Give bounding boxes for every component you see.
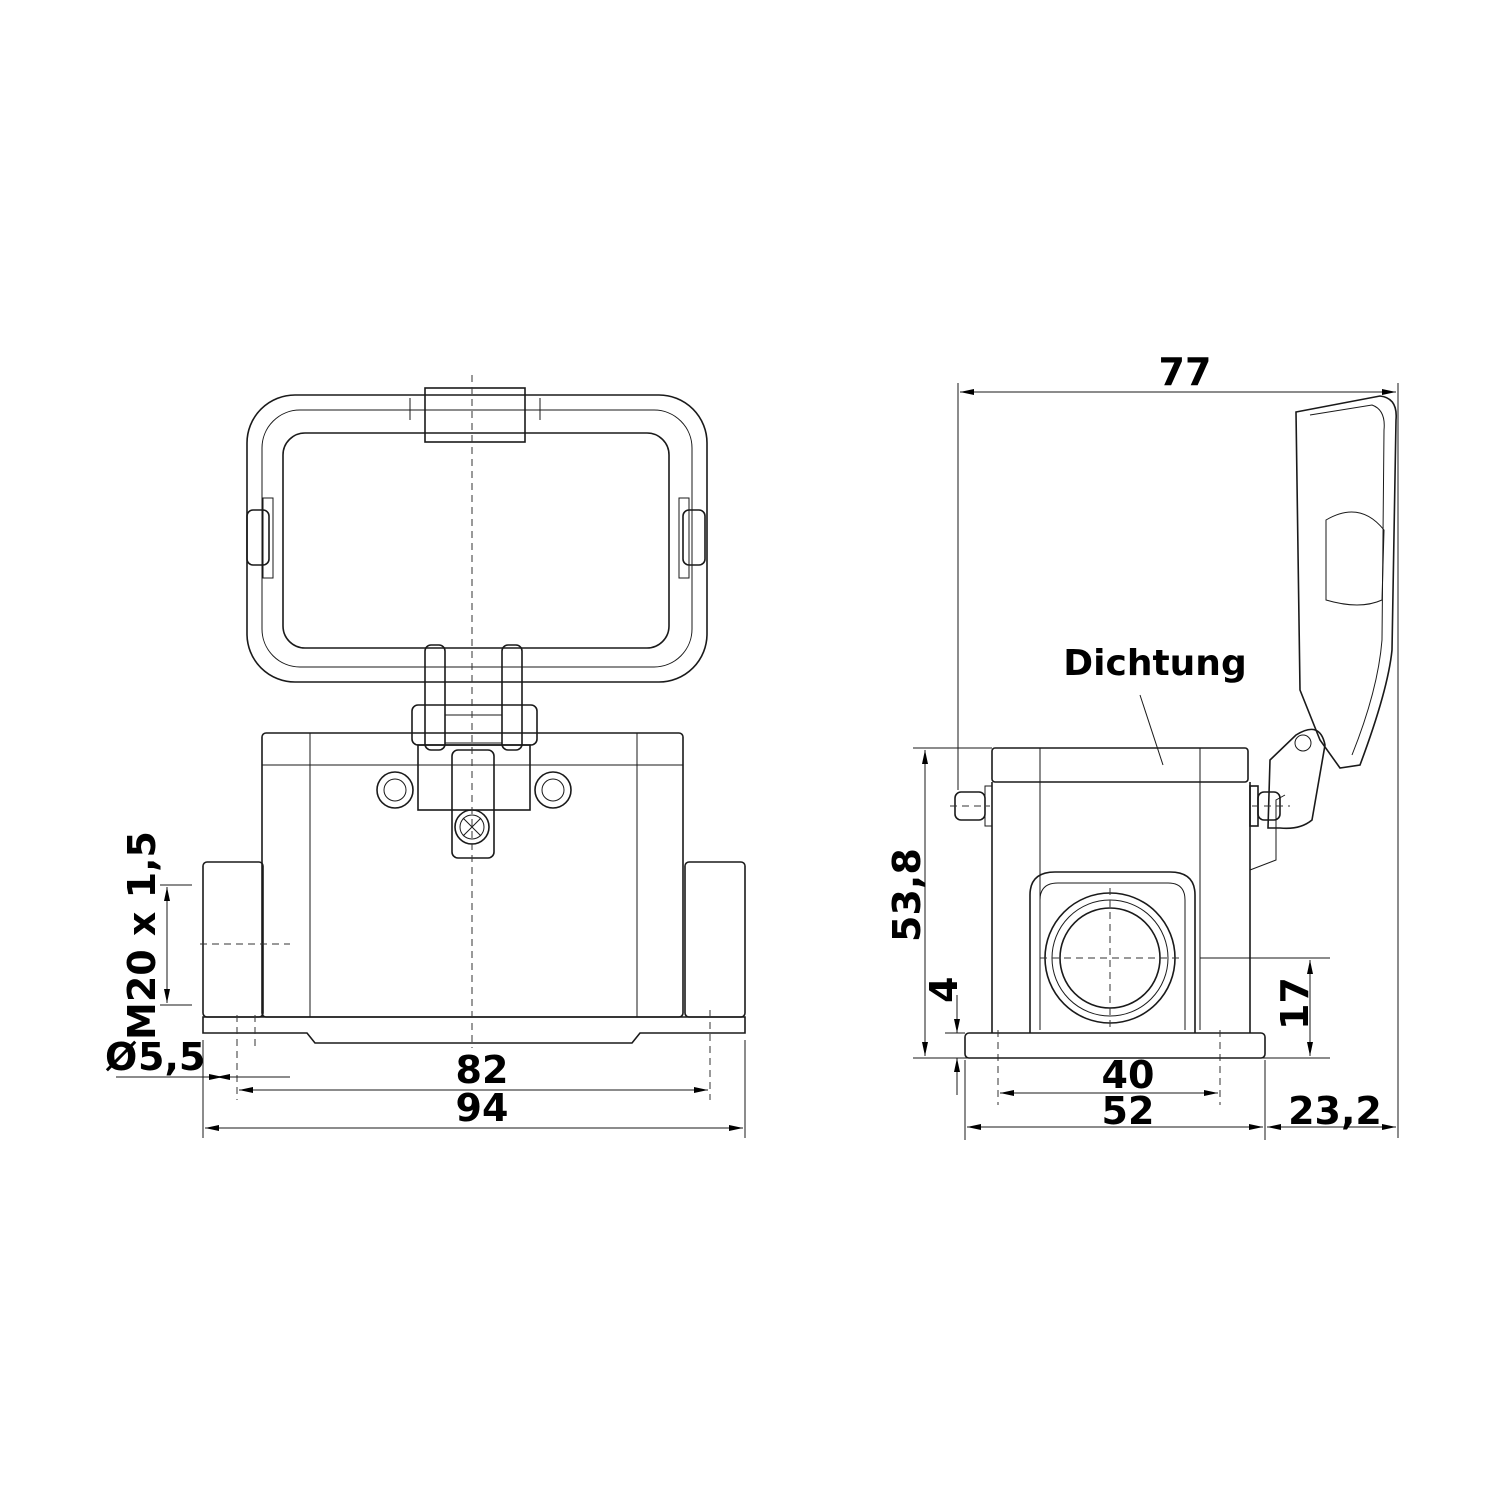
dimension-94: 94 [456,1086,509,1130]
front-dimensions: 94 82 Ø 5,5 M20 x 1,5 [105,831,746,1138]
housing-front [200,375,746,1100]
lid-frame [246,387,708,683]
leader-line [1139,694,1164,766]
dimension-hole-diameter: 5,5 [138,1035,205,1079]
dimension-77: 77 [1159,350,1212,394]
dimension-4: 4 [922,977,966,1003]
dimension-thread: M20 x 1,5 [120,831,164,1040]
dimension-53-8: 53,8 [885,848,929,942]
housing-side [950,747,1290,1105]
front-view: 94 82 Ø 5,5 M20 x 1,5 [105,375,746,1138]
side-view: Dichtung 77 53,8 4 17 40 52 [885,350,1399,1140]
diameter-symbol: Ø [105,1035,137,1079]
dimension-17: 17 [1273,977,1317,1030]
seal-label: Dichtung [1063,643,1246,684]
dimension-23-2: 23,2 [1288,1089,1382,1133]
hinge-latch [411,644,538,859]
lid-side [1249,395,1397,871]
dimension-52: 52 [1102,1089,1155,1133]
seal-callout: Dichtung [1063,643,1247,766]
dimension-40: 40 [1102,1053,1155,1097]
dimension-82: 82 [456,1048,509,1092]
side-dimensions: 77 53,8 4 17 40 52 23,2 [885,350,1399,1140]
